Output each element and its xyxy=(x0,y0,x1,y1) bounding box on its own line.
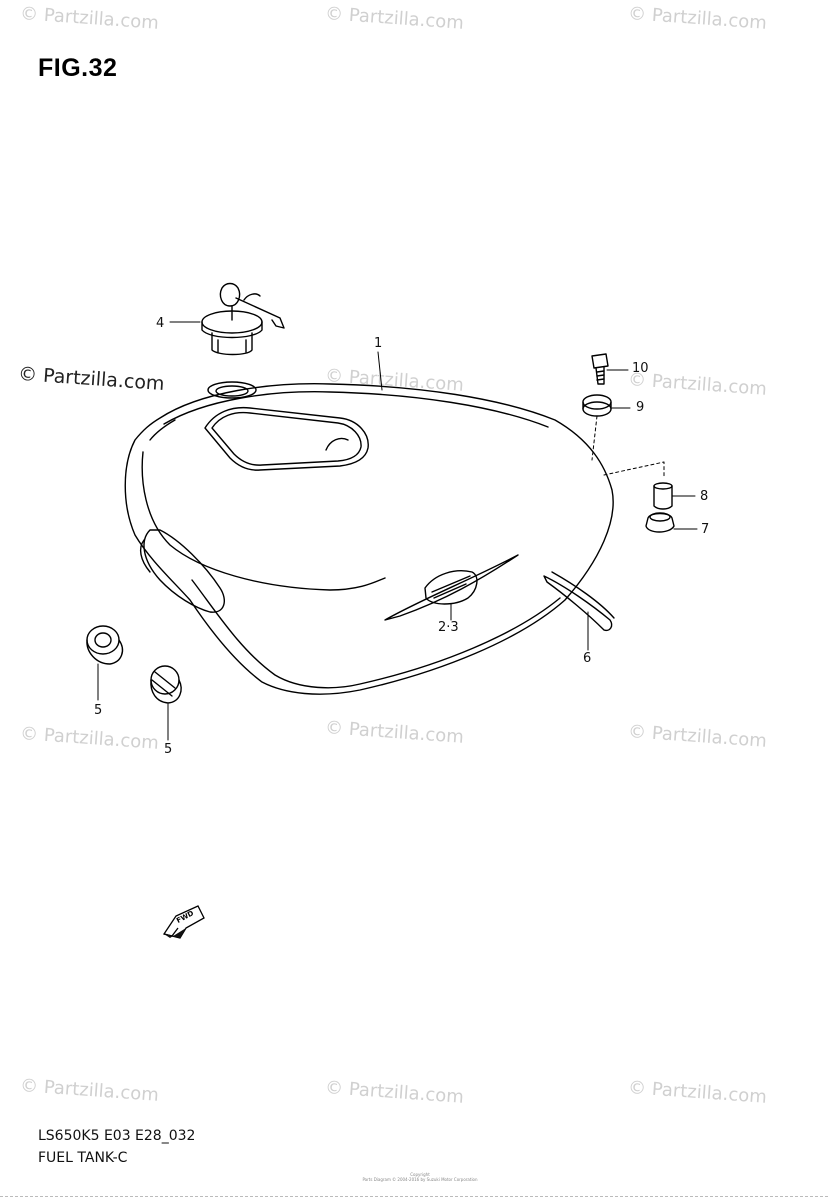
callout-washer: 9 xyxy=(636,400,645,415)
washer-part xyxy=(582,394,612,417)
rubber-cap-left-part xyxy=(86,625,124,665)
model-code: LS650K5 E03 E28_032 xyxy=(38,1128,196,1144)
callout-rubber-cap-right: 5 xyxy=(164,742,173,757)
copyright-line: Parts Diagram © 2004-2016 by Suzuki Moto… xyxy=(362,1177,478,1182)
fuel-cap-part xyxy=(201,282,285,356)
callout-tape: 6 xyxy=(583,651,592,666)
copyright-line: Copyright xyxy=(410,1172,430,1177)
callout-rubber-cap-left: 5 xyxy=(94,703,103,718)
bolt-part xyxy=(591,353,609,385)
tape-part xyxy=(543,571,615,632)
callout-bolt: 10 xyxy=(632,361,649,376)
fwd-arrow-icon xyxy=(162,905,205,939)
bottom-divider xyxy=(0,1196,828,1197)
spacer-part xyxy=(653,482,673,510)
figure-title: FIG.32 xyxy=(38,54,118,82)
copyright-note: Copyright Parts Diagram © 2004-2016 by S… xyxy=(320,1172,520,1182)
callout-fuel-cap: 4 xyxy=(156,316,165,331)
callout-emblem: 2·3 xyxy=(438,620,459,635)
callout-fuel-tank: 1 xyxy=(374,336,383,351)
emblem-part xyxy=(384,554,519,621)
fuel-tank-part xyxy=(124,381,614,695)
callout-spacer: 8 xyxy=(700,489,709,504)
rubber-cap-right-part xyxy=(150,665,182,704)
section-name: FUEL TANK-C xyxy=(38,1150,128,1166)
cushion-part xyxy=(645,512,675,533)
callout-cushion: 7 xyxy=(701,522,710,537)
